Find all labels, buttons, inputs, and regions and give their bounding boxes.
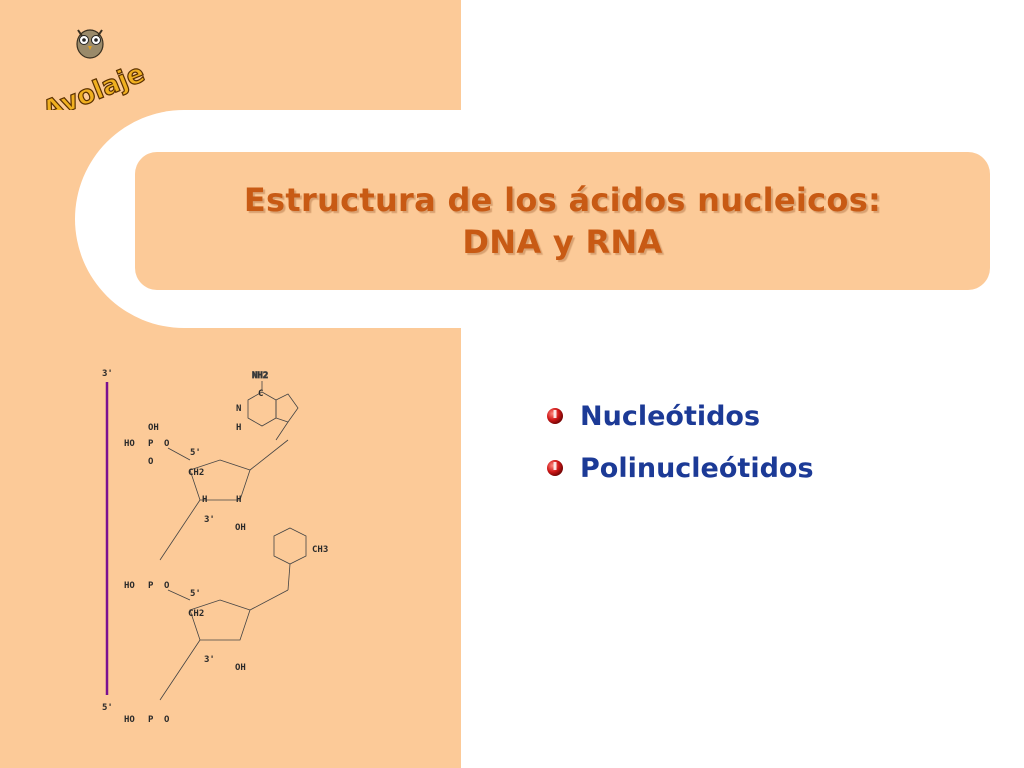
page-title-line2: DNA y RNA (462, 223, 663, 261)
title-box: Estructura de los ácidos nucleicos: DNA … (135, 152, 990, 290)
three-prime-label: 3' (204, 655, 215, 665)
atom-h: H (236, 423, 241, 433)
oh-label: OH (148, 423, 159, 433)
p-label: P (148, 439, 154, 449)
o-label: O (164, 715, 170, 725)
ho-label: HO (124, 581, 135, 591)
deoxyribose-sugar-2 (159, 589, 289, 701)
strand-end-label-bottom: 5' (102, 703, 113, 713)
o-label: O (148, 457, 154, 467)
phosphate-group-3: HO P O (124, 715, 170, 725)
bullet-item-nucleotidos: Nucleótidos (546, 390, 814, 442)
ch2-label: CH2 (188, 468, 204, 478)
three-prime-label: 3' (204, 515, 215, 525)
o-label: O (164, 581, 170, 591)
atom-n: N (236, 404, 241, 414)
bullet-item-polinucleotidos: Polinucleótidos (546, 442, 814, 494)
five-prime-label: 5' (190, 589, 201, 599)
phosphate-group-1: OH HO P O O (124, 423, 191, 467)
nh2-label: NH2 (252, 371, 268, 381)
h-label: H (202, 495, 207, 505)
bullet-list: Nucleótidos Polinucleótidos (546, 390, 814, 494)
page-title-line1: Estructura de los ácidos nucleicos: (243, 181, 882, 219)
bullet-label: Nucleótidos (580, 400, 761, 432)
adenine-base: NH2 (247, 371, 299, 441)
oh-label: OH (235, 663, 246, 673)
oh-label: OH (235, 523, 246, 533)
atom-c: C (258, 389, 263, 399)
p-label: P (148, 715, 154, 725)
logo-text: Avolaje (39, 59, 149, 110)
ho-label: HO (124, 715, 135, 725)
ch2-label: CH2 (188, 609, 204, 619)
bullet-label: Polinucleótidos (580, 452, 814, 484)
dna-polynucleotide-structure: 3' 5' NH2 C N H OH HO P O O 5' CH2 H H 3… (102, 369, 328, 725)
phosphate-group-2: HO P O (124, 581, 191, 601)
red-bullet-icon (547, 408, 563, 424)
ho-label: HO (124, 439, 135, 449)
red-bullet-icon (547, 460, 563, 476)
strand-end-label-top: 3' (102, 369, 113, 379)
ch3-label: CH3 (312, 545, 328, 555)
deoxyribose-sugar-1 (159, 439, 289, 561)
owl-mascot-icon (76, 29, 104, 59)
five-prime-label: 5' (190, 448, 201, 458)
o-label: O (164, 439, 170, 449)
h-label: H (236, 495, 241, 505)
p-label: P (148, 581, 154, 591)
thymine-base (273, 527, 307, 591)
avolaje-logo: Avolaje (38, 29, 150, 110)
